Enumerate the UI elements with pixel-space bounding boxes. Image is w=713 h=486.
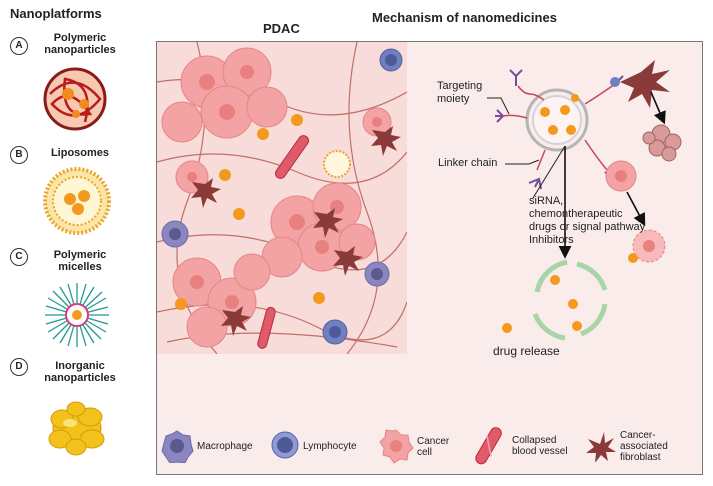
platform-c-badge: C <box>10 248 28 266</box>
platform-c-name: Polymeric micelles <box>53 249 107 273</box>
legend-macrophage: Macrophage <box>197 441 253 452</box>
mechanism-illustration <box>487 60 682 341</box>
targeting-moiety-label: Targeting moiety <box>437 80 483 105</box>
polymeric-nanoparticle-icon <box>43 67 107 131</box>
platform-a-name: Polymeric nanoparticles <box>44 32 116 56</box>
blood-vessel-icon <box>475 427 502 465</box>
fibroblast-icon <box>586 432 616 462</box>
platform-b-badge: B <box>10 146 28 164</box>
cancer-cell-icon <box>379 429 414 464</box>
liposome-icon <box>43 167 111 235</box>
legend-lymphocyte: Lymphocyte <box>303 441 357 452</box>
lymphocyte-icon <box>271 431 299 459</box>
pdac-title: PDAC <box>263 21 300 36</box>
platform-d-badge: D <box>10 358 28 376</box>
drug-release-label: drug release <box>493 344 560 358</box>
legend-blood-vessel: Collapsed blood vessel <box>512 435 568 457</box>
tumor-microenvironment-illustration <box>157 42 407 354</box>
mechanism-title: Mechanism of nanomedicines <box>372 10 557 25</box>
legend-fibroblast: Cancer- associated fibroblast <box>620 430 668 463</box>
platform-d-name: Inorganic nanoparticles <box>44 360 116 384</box>
macrophage-icon <box>161 430 194 463</box>
inorganic-nanoparticle-icon <box>48 401 105 456</box>
payload-label: siRNA, chemontherapeutic drugs or signal… <box>529 195 646 246</box>
linker-chain-label: Linker chain <box>438 157 498 169</box>
legend-cancer-cell: Cancer cell <box>417 436 450 458</box>
micelle-icon <box>45 283 109 347</box>
nanoplatforms-title: Nanoplatforms <box>10 6 102 21</box>
platform-a-badge: A <box>10 37 28 55</box>
platform-b-name: Liposomes <box>50 147 110 159</box>
